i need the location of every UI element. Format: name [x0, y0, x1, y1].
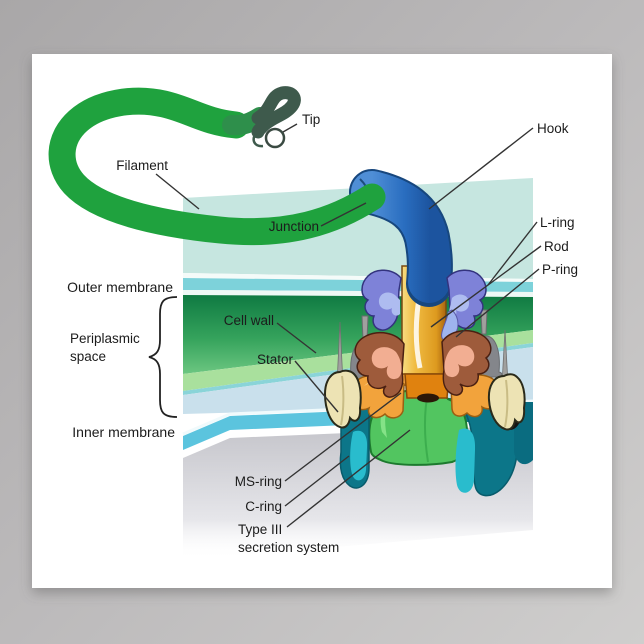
leader-junction — [320, 202, 367, 227]
p-ring-left-curl — [371, 347, 402, 380]
c-ring-leg-left-highlight — [350, 430, 368, 481]
leader-l-ring — [487, 221, 538, 286]
l-ring — [361, 269, 487, 342]
labels: Tip Filament Junction Hook L-ring Rod P-… — [67, 112, 578, 555]
leader-lines — [148, 123, 542, 528]
label-tip: Tip — [302, 112, 320, 127]
label-filament: Filament — [116, 158, 168, 173]
hook-tube — [351, 171, 451, 303]
label-inner-membrane: Inner membrane — [72, 424, 175, 440]
leader-rod — [430, 245, 542, 328]
label-hook: Hook — [537, 121, 569, 136]
label-rod: Rod — [544, 239, 569, 254]
filament-tip-curl — [251, 86, 301, 139]
label-c-ring: C-ring — [245, 499, 282, 514]
secretion-channel-opening — [417, 393, 439, 403]
label-ms-ring: MS-ring — [235, 474, 282, 489]
filament-tip-thread — [252, 130, 264, 148]
leader-cell-wall — [276, 322, 317, 354]
leader-c-ring — [284, 455, 350, 507]
label-cell-wall: Cell wall — [224, 313, 274, 328]
label-periplasmic-space-line2: space — [70, 349, 106, 364]
label-type3-line1: Type III — [238, 522, 282, 537]
leader-stator — [294, 360, 339, 413]
tip-circle — [264, 127, 286, 149]
label-type3-line2: secretion system — [238, 540, 339, 555]
stator-left-crease — [340, 375, 345, 426]
label-periplasmic-space-line1: Periplasmic — [70, 331, 140, 346]
leader-ms-ring — [284, 392, 402, 482]
leader-tip — [282, 123, 298, 133]
leader-p-ring — [455, 268, 540, 338]
stator-right-crease — [504, 379, 509, 428]
label-stator: Stator — [257, 352, 294, 367]
periplasmic-brace — [148, 296, 178, 418]
front-stators — [323, 321, 526, 431]
p-ring-right-curl — [444, 345, 475, 378]
label-junction: Junction — [269, 219, 319, 234]
c-ring-leg-right-highlight — [455, 428, 476, 493]
label-p-ring: P-ring — [542, 262, 578, 277]
rod-collar — [404, 373, 450, 399]
leader-filament — [155, 173, 200, 210]
filament — [48, 87, 386, 246]
l-ring-left-curl — [378, 292, 400, 316]
leader-hook — [428, 127, 534, 210]
filament-group — [48, 86, 386, 246]
hook-group — [349, 169, 453, 307]
label-l-ring: L-ring — [540, 215, 575, 230]
leader-type3 — [286, 429, 411, 528]
p-ring — [354, 329, 492, 398]
label-outer-membrane: Outer membrane — [67, 279, 173, 295]
